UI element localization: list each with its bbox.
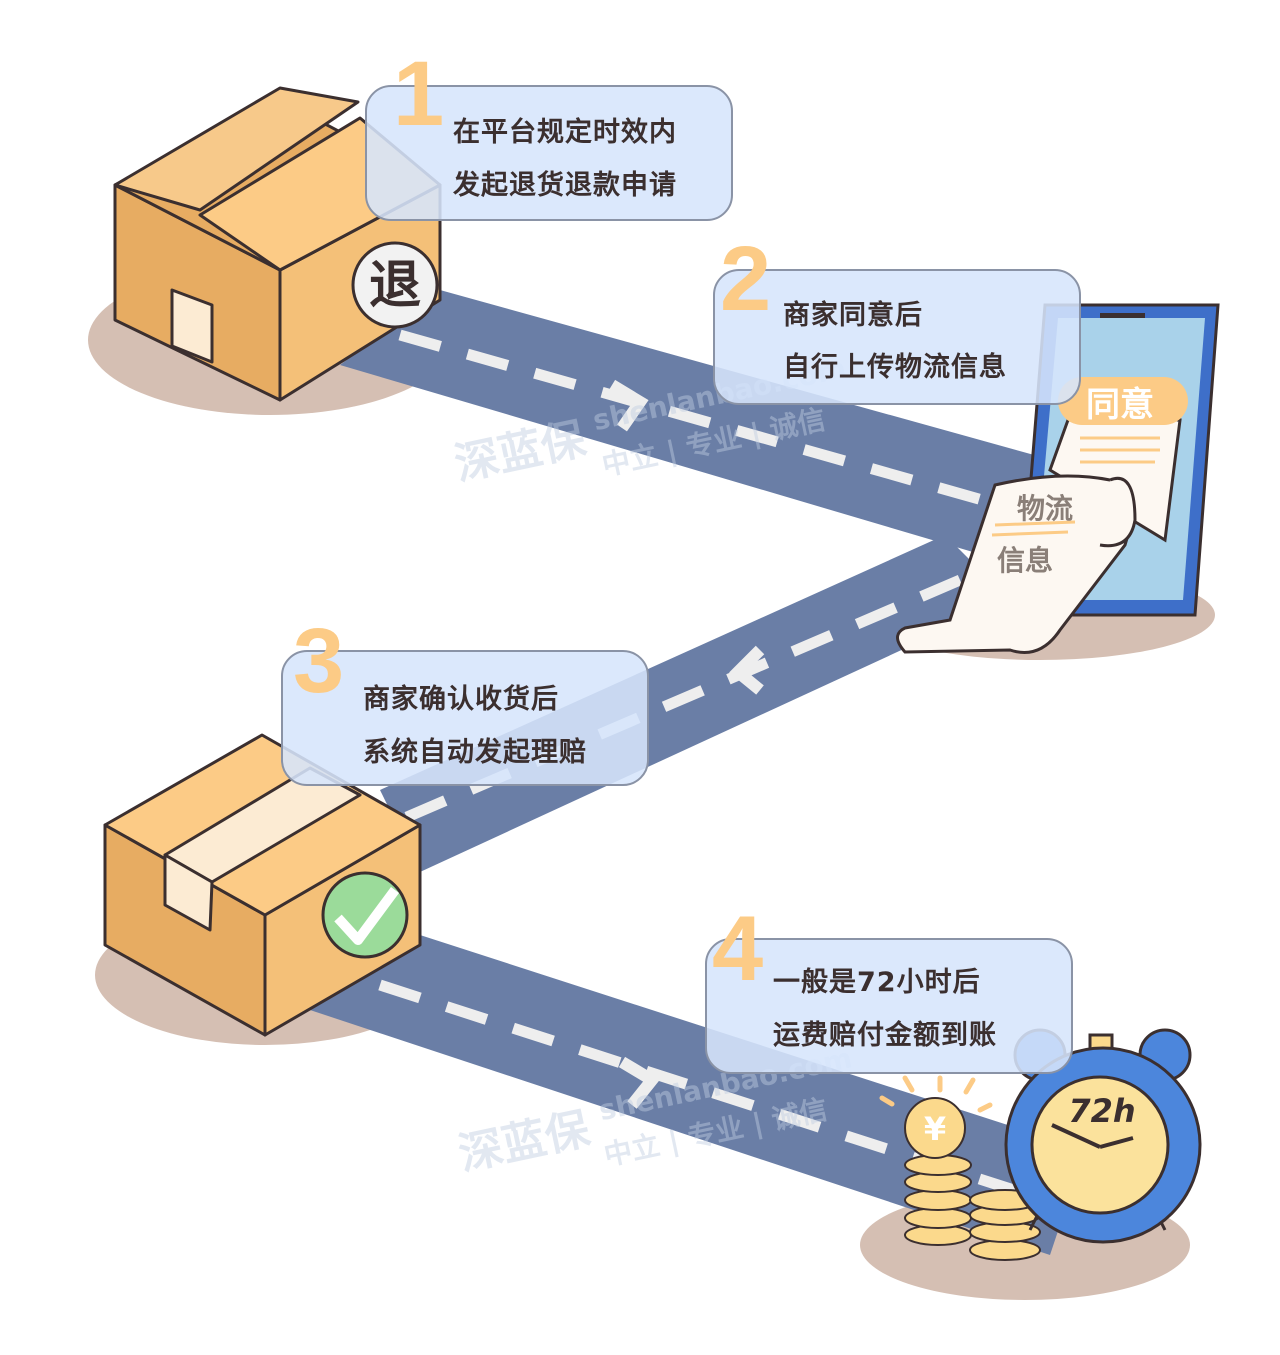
return-stamp-text: 退 <box>369 256 421 316</box>
step-2-line1: 商家同意后 <box>783 300 923 331</box>
step-4-number: 4 <box>712 898 764 1000</box>
step-1-line2: 发起退货退款申请 <box>453 170 677 201</box>
clock-label: 72h <box>1068 1092 1135 1130</box>
logistics-scroll-icon <box>896 474 1137 654</box>
step-1-line1: 在平台规定时效内 <box>453 117 677 148</box>
step-1-bubble <box>365 85 733 221</box>
step-4-line2: 运费赔付金额到账 <box>773 1020 997 1051</box>
scroll-text-line2: 信息 <box>997 544 1053 577</box>
arrow-right-icon <box>618 1056 661 1109</box>
road-path <box>310 290 1085 1255</box>
arrow-right-icon <box>608 379 649 432</box>
step-3-number: 3 <box>293 610 345 712</box>
step-3-line1: 商家确认收货后 <box>363 684 559 715</box>
scroll-text-line1: 物流 <box>1017 492 1073 525</box>
step-4-bubble <box>705 938 1073 1074</box>
coin-symbol: ¥ <box>924 1110 946 1148</box>
sparkle-icon <box>879 1075 993 1113</box>
road-segment-1 <box>340 290 1045 560</box>
return-box-icon <box>113 86 442 402</box>
step-3-bubble <box>281 650 649 786</box>
agree-button-label: 同意 <box>1086 385 1154 425</box>
confirmed-box-icon <box>103 733 422 1037</box>
alarm-clock-icon <box>1004 1028 1202 1244</box>
direction-arrows <box>608 379 765 1109</box>
step-2-number: 2 <box>720 228 772 330</box>
step-1-number: 1 <box>393 43 445 145</box>
road-segment-3 <box>310 935 1085 1255</box>
step-4-line1: 一般是72小时后 <box>773 967 981 998</box>
step-2-bubble <box>713 269 1081 405</box>
step-2-line2: 自行上传物流信息 <box>783 352 1007 383</box>
step-3-line2: 系统自动发起理赔 <box>363 737 587 768</box>
arrow-left-icon <box>729 645 765 695</box>
coins-stack-icon <box>904 1097 1041 1261</box>
agree-button <box>1058 377 1188 425</box>
road-segment-2 <box>380 535 1010 872</box>
